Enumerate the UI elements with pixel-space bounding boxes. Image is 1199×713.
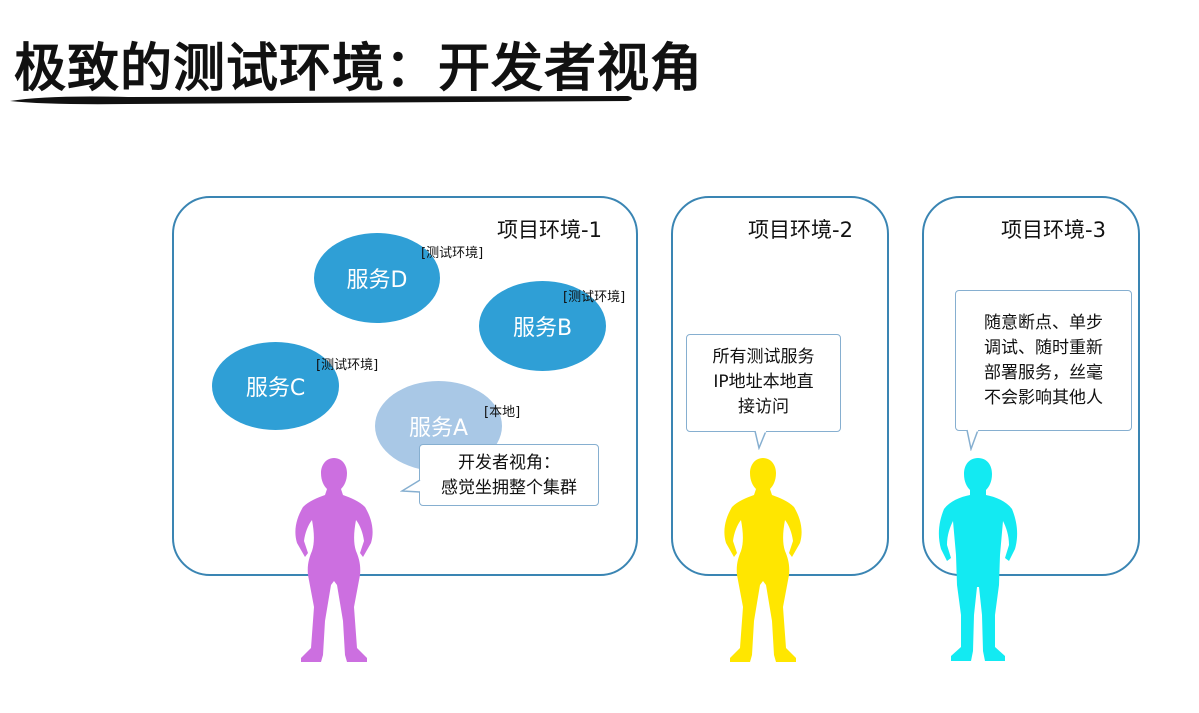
service-c-tag: [测试环境]: [316, 358, 379, 373]
env-label-1: 项目环境-1: [497, 218, 602, 242]
woman-silhouette-icon: [295, 458, 373, 662]
env-label-3: 项目环境-3: [1001, 218, 1106, 242]
bubble-2-line-1: 所有测试服务: [712, 347, 815, 367]
speech-bubble-env-2: 所有测试服务 IP地址本地直 接访问: [686, 334, 841, 432]
bubble-1-line-2: 感觉坐拥整个集群: [441, 478, 577, 498]
speech-bubble-env-3: 随意断点、单步 调试、随时重新 部署服务，丝毫 不会影响其他人: [955, 290, 1132, 431]
bubble-1-line-1: 开发者视角：: [458, 453, 560, 473]
man-silhouette-icon: [938, 458, 1018, 661]
service-c-node: 服务C: [212, 342, 339, 430]
person-2-shape: [724, 458, 802, 662]
bubble-1-tail: [400, 479, 422, 493]
bubble-3-line-4: 不会影响其他人: [984, 388, 1103, 408]
bubble-3-tail: [966, 429, 979, 451]
bubble-3-line-3: 部署服务，丝毫: [984, 363, 1103, 383]
env-box-1: [172, 196, 638, 576]
env-label-2: 项目环境-2: [748, 218, 853, 242]
woman-silhouette-icon: [724, 458, 802, 662]
bubble-3-line-1: 随意断点、单步: [984, 313, 1103, 333]
service-b-node: 服务B: [479, 281, 606, 371]
service-a-tag: [本地]: [484, 405, 521, 420]
page-title: 极致的测试环境：开发者视角: [14, 39, 704, 99]
bubble-2-tail: [754, 430, 767, 450]
service-d-tag: [测试环境]: [421, 246, 484, 261]
service-b-tag: [测试环境]: [563, 290, 626, 305]
title-underline: [10, 96, 632, 105]
bubble-3-line-2: 调试、随时重新: [984, 338, 1103, 358]
bubble-2-line-3: 接访问: [738, 397, 789, 417]
person-3-shape: [938, 458, 1018, 661]
person-1-shape: [295, 458, 373, 662]
env-box-3: [922, 196, 1140, 576]
speech-bubble-developer: 开发者视角： 感觉坐拥整个集群: [419, 444, 599, 506]
service-d-node: 服务D: [314, 233, 440, 323]
bubble-2-line-2: IP地址本地直: [713, 372, 814, 392]
